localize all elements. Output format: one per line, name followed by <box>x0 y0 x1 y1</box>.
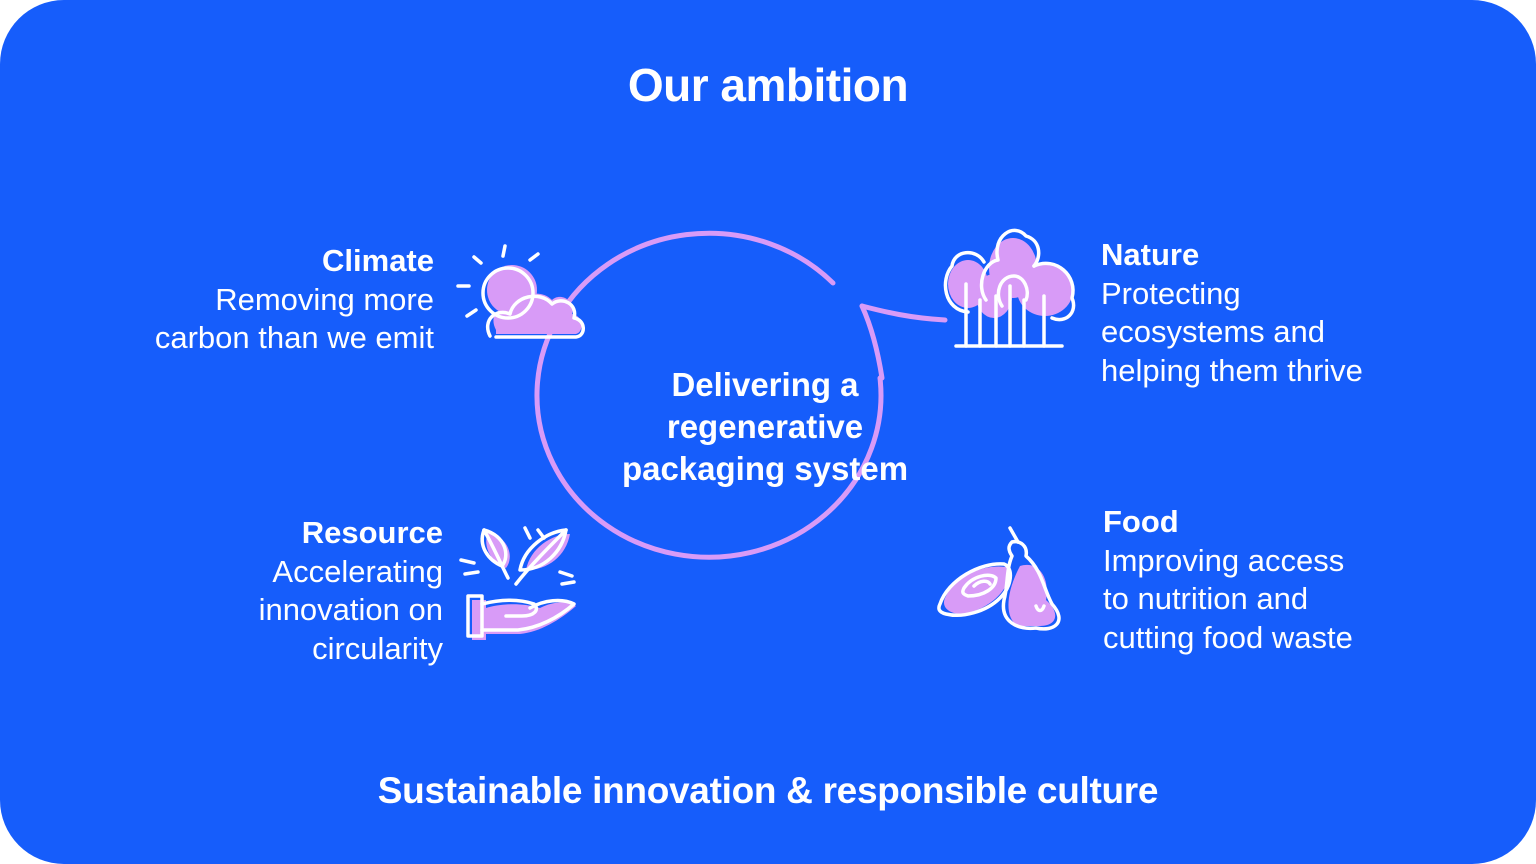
pillar-food: Food Improving access to nutrition and c… <box>1103 503 1353 657</box>
hand-leaves-icon <box>459 526 576 640</box>
pillar-text-line: Improving access <box>1103 542 1345 578</box>
pillar-text-line: Protecting <box>1101 275 1241 311</box>
pillar-text-line: Accelerating <box>272 553 443 589</box>
pear-avocado-icon <box>937 526 1061 631</box>
pillar-nature: Nature Protecting ecosystems and helping… <box>1101 236 1363 390</box>
center-line: packaging system <box>621 450 909 487</box>
pillar-text-line: innovation on <box>258 592 443 627</box>
footer-statement: Sustainable innovation & responsible cul… <box>377 770 1159 811</box>
pillar-heading: Nature <box>1101 237 1200 272</box>
pillar-text-line: helping them thrive <box>1101 352 1363 388</box>
cycle-arrow <box>534 230 948 560</box>
pillar-text-line: carbon than we emit <box>154 320 434 355</box>
center-line: Delivering a <box>671 366 859 403</box>
pillar-text-line: cutting food waste <box>1103 619 1353 655</box>
center-statement: Delivering a regenerative packaging syst… <box>595 364 935 490</box>
pillar-text-line: ecosystems and <box>1101 314 1325 349</box>
trees-icon <box>943 228 1076 348</box>
pillar-text-line: to nutrition and <box>1103 581 1309 616</box>
pillar-heading: Food <box>1103 504 1179 539</box>
pillar-heading: Climate <box>322 243 434 278</box>
center-line: regenerative <box>666 408 864 445</box>
pillar-text-line: circularity <box>312 630 443 666</box>
pillar-heading: Resource <box>301 515 443 550</box>
pillar-resource: Resource Accelerating innovation on circ… <box>259 514 443 668</box>
page-title: Our ambition <box>627 59 909 111</box>
pillar-climate: Climate Removing more carbon than we emi… <box>155 242 434 358</box>
pillar-text-line: Removing more <box>215 281 434 317</box>
sun-cloud-icon <box>456 244 585 339</box>
